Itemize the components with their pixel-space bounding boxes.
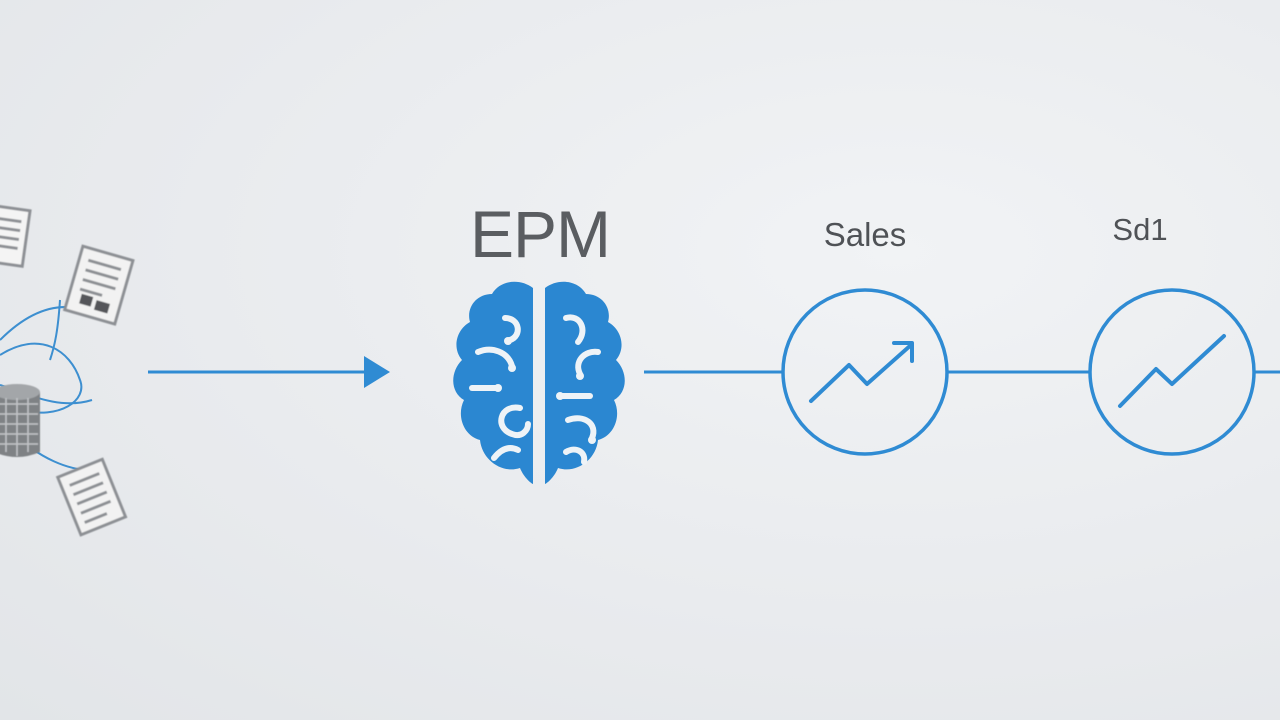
brain-icon [453, 281, 625, 484]
document-icon [62, 244, 135, 326]
document-icon [55, 457, 128, 537]
data-sources-cluster [0, 203, 135, 537]
stage-label-second: Sd1 [1112, 212, 1168, 247]
trend-up-icon [1118, 334, 1226, 408]
flow-arrow [148, 356, 390, 388]
document-icon [0, 203, 32, 268]
stage-second-node [1088, 288, 1256, 456]
hub-title: EPM [469, 197, 611, 271]
trend-up-icon [809, 341, 914, 403]
stage-sales-node [781, 288, 949, 456]
stage-label-sales: Sales [823, 216, 907, 253]
database-icon [0, 384, 40, 457]
